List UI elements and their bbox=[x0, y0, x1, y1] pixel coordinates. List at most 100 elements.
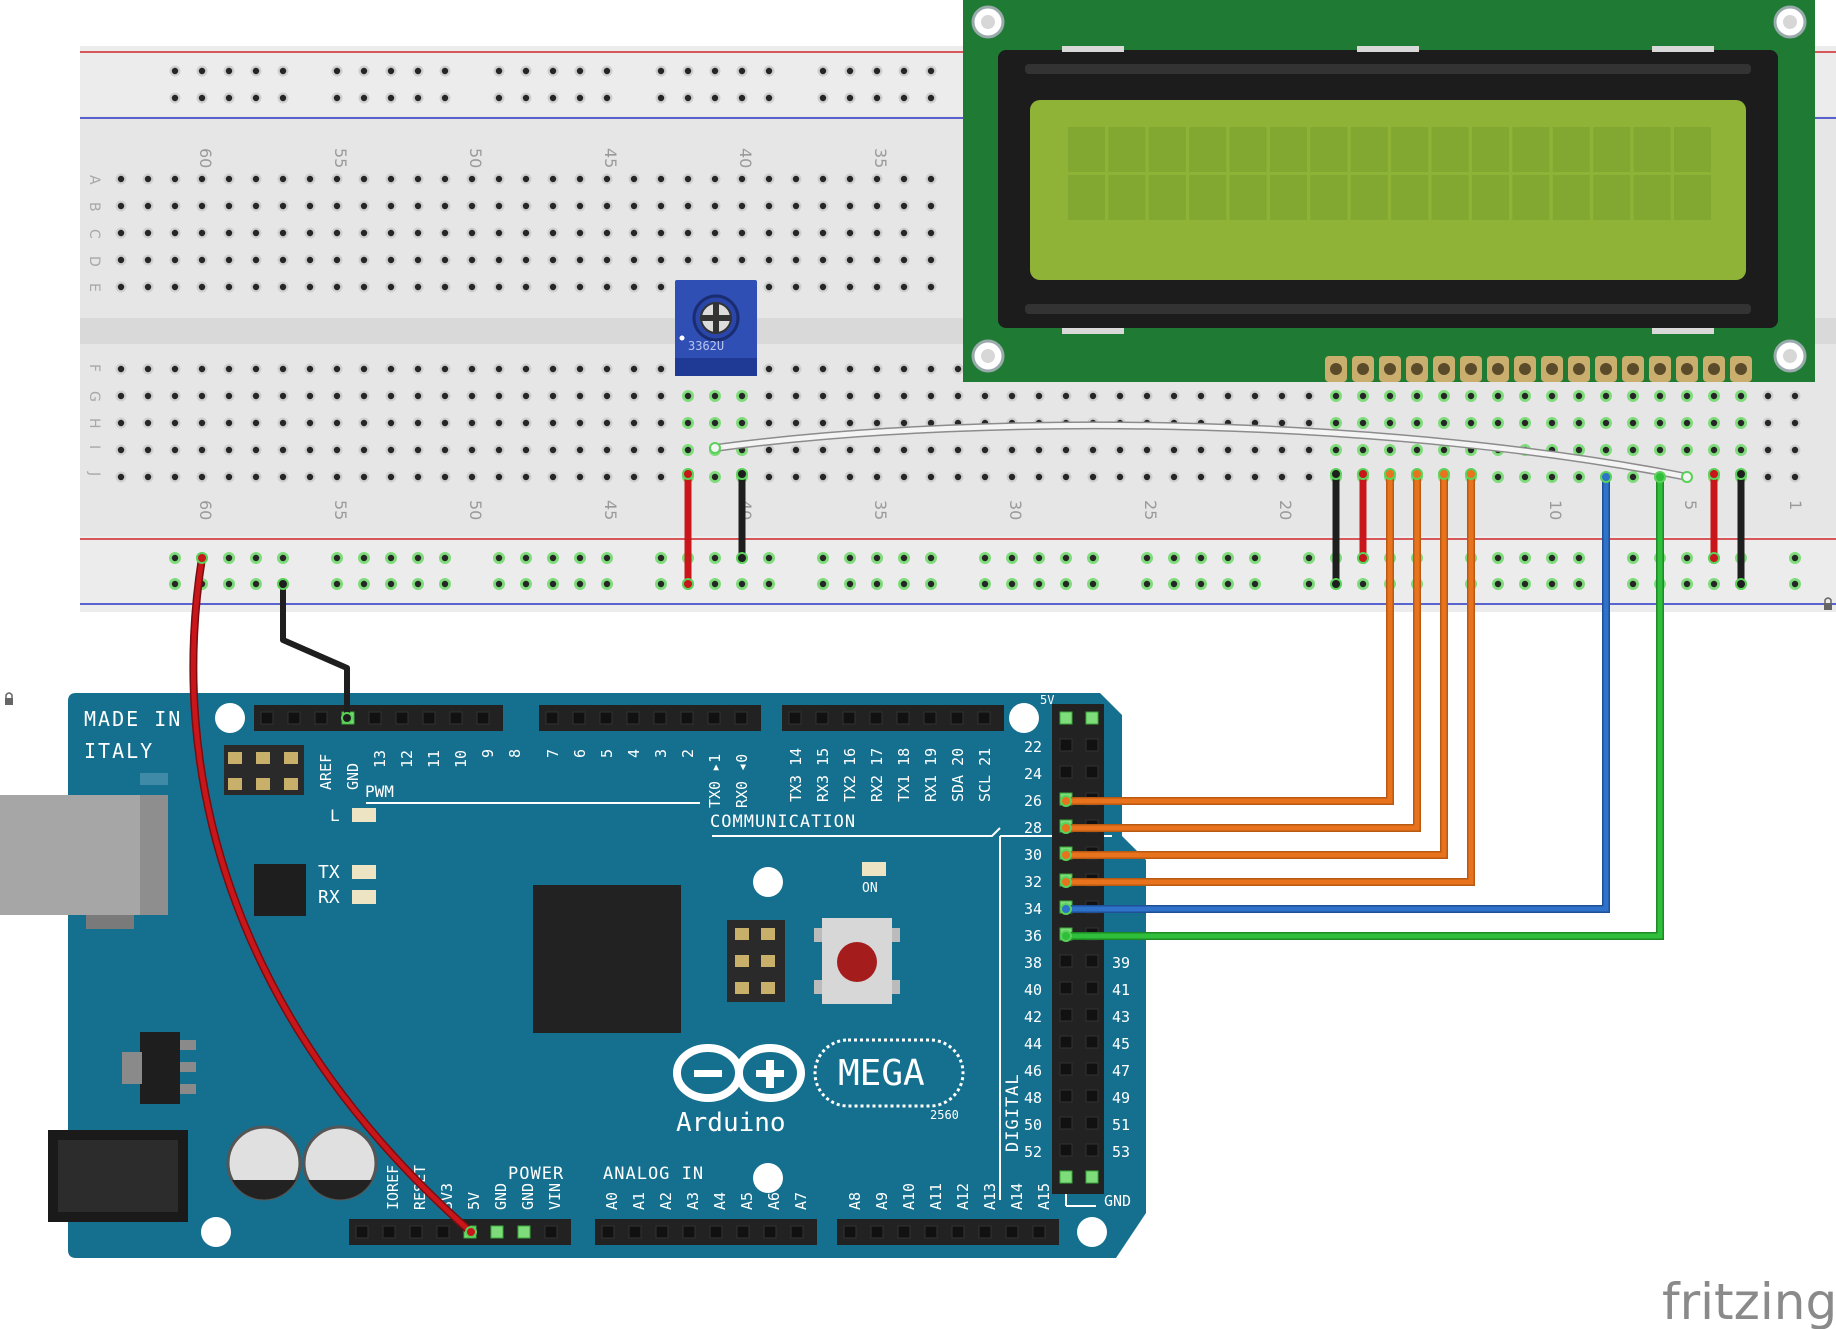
breadboard-hole-center bbox=[468, 175, 476, 183]
wire-orange[interactable] bbox=[1066, 474, 1420, 831]
header-pin[interactable] bbox=[355, 1225, 369, 1239]
wire-green[interactable] bbox=[1066, 477, 1663, 939]
row-letter: I bbox=[86, 445, 102, 449]
header-pin[interactable] bbox=[923, 711, 937, 725]
header-pin[interactable] bbox=[951, 1225, 965, 1239]
header-pin[interactable] bbox=[763, 1225, 777, 1239]
header-pin[interactable] bbox=[842, 711, 856, 725]
header-pin[interactable] bbox=[978, 1225, 992, 1239]
header-pin[interactable] bbox=[1085, 1089, 1099, 1103]
header-pin[interactable] bbox=[655, 1225, 669, 1239]
header-pin[interactable] bbox=[1059, 711, 1073, 725]
header-pin[interactable] bbox=[1085, 1116, 1099, 1130]
header-pin[interactable] bbox=[896, 711, 910, 725]
header-pin[interactable] bbox=[1059, 1089, 1073, 1103]
wire-orange[interactable] bbox=[1066, 474, 1474, 885]
arduino-mega: MADE IN ITALY PWM L TX RX ON COMMUNICATI… bbox=[0, 693, 1146, 1258]
header-pin[interactable] bbox=[1085, 1143, 1099, 1157]
header-pin[interactable] bbox=[1032, 1225, 1046, 1239]
header-pin[interactable] bbox=[628, 1225, 642, 1239]
breadboard-hole-center bbox=[1575, 392, 1583, 400]
header-pin[interactable] bbox=[601, 1225, 615, 1239]
header-pin[interactable] bbox=[1059, 1035, 1073, 1049]
header-pin[interactable] bbox=[924, 1225, 938, 1239]
header-pin[interactable] bbox=[709, 1225, 723, 1239]
pin-label: 52 bbox=[1024, 1143, 1042, 1161]
header-pin[interactable] bbox=[409, 1225, 423, 1239]
header-pin[interactable] bbox=[1085, 765, 1099, 779]
column-number: 20 bbox=[1276, 500, 1295, 520]
header-pin[interactable] bbox=[422, 711, 436, 725]
header-pin[interactable] bbox=[977, 711, 991, 725]
header-pin[interactable] bbox=[788, 711, 802, 725]
header-pin[interactable] bbox=[736, 1225, 750, 1239]
wire-black-gnd[interactable] bbox=[280, 584, 350, 718]
header-pin[interactable] bbox=[790, 1225, 804, 1239]
header-pin[interactable] bbox=[545, 711, 559, 725]
header-pin[interactable] bbox=[1059, 738, 1073, 752]
header-pin[interactable] bbox=[1085, 738, 1099, 752]
header-pin[interactable] bbox=[1059, 954, 1073, 968]
wire-red-5v[interactable] bbox=[190, 557, 473, 1234]
wire-blue[interactable] bbox=[1066, 477, 1609, 912]
wire-orange[interactable] bbox=[1066, 474, 1393, 804]
header-pin[interactable] bbox=[1059, 981, 1073, 995]
header-pin[interactable] bbox=[260, 711, 274, 725]
header-pin[interactable] bbox=[1085, 1008, 1099, 1022]
breadboard-hole-center bbox=[1359, 419, 1367, 427]
header-pin[interactable] bbox=[572, 711, 586, 725]
header-pin[interactable] bbox=[653, 711, 667, 725]
header-pin[interactable] bbox=[1085, 981, 1099, 995]
header-pin[interactable] bbox=[1059, 1116, 1073, 1130]
breadboard-hole-center bbox=[576, 419, 584, 427]
header-pin[interactable] bbox=[476, 711, 490, 725]
header-pin[interactable] bbox=[1059, 1062, 1073, 1076]
header-pin[interactable] bbox=[869, 711, 883, 725]
header-pin[interactable] bbox=[1085, 1062, 1099, 1076]
header-pin[interactable] bbox=[815, 711, 829, 725]
pin-label: 30 bbox=[1024, 846, 1042, 864]
wire-orange[interactable] bbox=[1066, 474, 1447, 858]
header-pin[interactable] bbox=[1085, 711, 1099, 725]
header-pin[interactable] bbox=[599, 711, 613, 725]
header-pin[interactable] bbox=[707, 711, 721, 725]
wire-white[interactable] bbox=[714, 422, 1688, 480]
header-pin[interactable] bbox=[517, 1225, 531, 1239]
header-pin[interactable] bbox=[1059, 765, 1073, 779]
header-pin[interactable] bbox=[395, 711, 409, 725]
header-pin[interactable] bbox=[1085, 1035, 1099, 1049]
breadboard-hole-center bbox=[1386, 446, 1394, 454]
breadboard-hole-center bbox=[657, 202, 665, 210]
header-pin[interactable] bbox=[682, 1225, 696, 1239]
header-pin[interactable] bbox=[870, 1225, 884, 1239]
header-pin[interactable] bbox=[843, 1225, 857, 1239]
breadboard-hole-center bbox=[414, 554, 422, 562]
header-pin[interactable] bbox=[544, 1225, 558, 1239]
header-pin[interactable] bbox=[449, 711, 463, 725]
wire-endpoint bbox=[1357, 468, 1369, 480]
header-pin[interactable] bbox=[1059, 1170, 1073, 1184]
potentiometer[interactable]: 3362U bbox=[675, 280, 757, 376]
header-pin[interactable] bbox=[1005, 1225, 1019, 1239]
header-pin[interactable] bbox=[368, 711, 382, 725]
header-pin[interactable] bbox=[1059, 1008, 1073, 1022]
header-pin[interactable] bbox=[680, 711, 694, 725]
header-pin[interactable] bbox=[314, 711, 328, 725]
breadboard-hole-center bbox=[1224, 554, 1232, 562]
header-pin[interactable] bbox=[897, 1225, 911, 1239]
header-pin[interactable] bbox=[490, 1225, 504, 1239]
header-pin[interactable] bbox=[382, 1225, 396, 1239]
breadboard-hole-center bbox=[927, 283, 935, 291]
header-pin[interactable] bbox=[1059, 1143, 1073, 1157]
header-pin[interactable] bbox=[950, 711, 964, 725]
header-pin[interactable] bbox=[436, 1225, 450, 1239]
breadboard-hole-center bbox=[306, 283, 314, 291]
header-pin[interactable] bbox=[287, 711, 301, 725]
header-pin[interactable] bbox=[734, 711, 748, 725]
header-pin[interactable] bbox=[626, 711, 640, 725]
breadboard-hole-center bbox=[549, 365, 557, 373]
reset-button[interactable] bbox=[837, 942, 877, 982]
header-pin[interactable] bbox=[1085, 954, 1099, 968]
breadboard-hole-center bbox=[576, 446, 584, 454]
header-pin[interactable] bbox=[1085, 1170, 1099, 1184]
